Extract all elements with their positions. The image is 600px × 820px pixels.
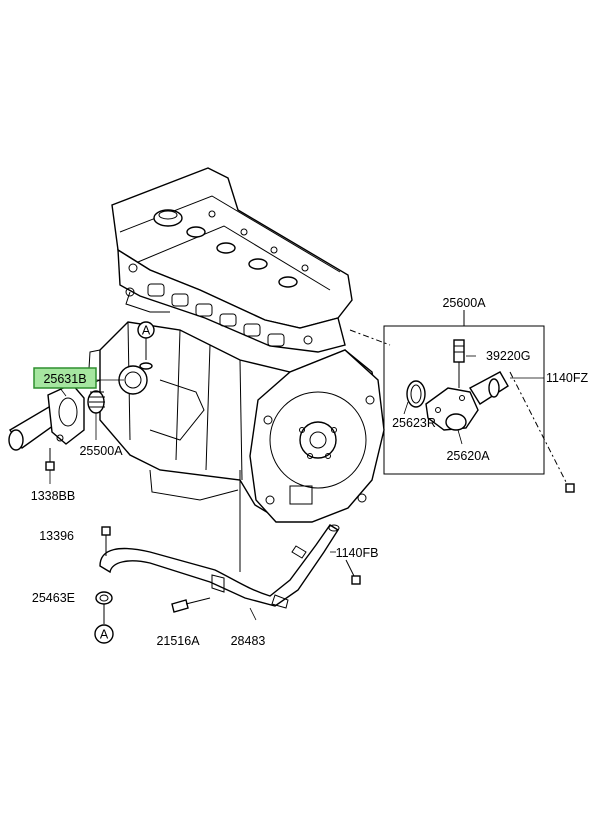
water-pipe-28483 [99,470,340,609]
part-label-39220g[interactable]: 39220G [486,349,530,363]
part-label-25500a[interactable]: 25500A [79,444,123,458]
part-label-25463e[interactable]: 25463E [32,591,75,605]
part-label-25631b[interactable]: 25631B [43,372,86,386]
part-label-28483[interactable]: 28483 [231,634,266,648]
part-label-13396[interactable]: 13396 [39,529,74,543]
part-label-1338bb[interactable]: 1338BB [31,489,75,503]
o-ring-25463e [95,591,113,624]
part-label-25600a[interactable]: 25600A [442,296,486,310]
bolt-1140fb [345,559,361,585]
gasket-25623r [406,380,426,408]
highlight-box[interactable] [33,367,97,389]
bolt-21516a [171,597,211,613]
water-outlet-fitting [425,371,509,431]
part-label-21516a[interactable]: 21516A [156,634,200,648]
water-inlet-fitting [8,383,85,451]
part-label-1140fb[interactable]: 1140FB [336,546,379,560]
part-label-25620a[interactable]: 25620A [446,449,490,463]
ref-a-upper-label: A [142,324,151,338]
bolt-1140fz [509,371,575,493]
thermostat [87,390,105,414]
engine-assembly: A [87,167,385,523]
part-label-1140fz[interactable]: 1140FZ [546,371,589,385]
part-labels: 25631B 25500A 1338BB 13396 25463E 21516A… [31,296,589,648]
temperature-sensor [453,339,465,388]
bolt-13396 [101,526,111,556]
bolt-1338bb [45,448,55,471]
part-label-25623r[interactable]: 25623R [392,416,436,430]
ref-a-marker-lower [94,624,114,644]
ref-a-lower-label: A [100,628,109,642]
leader-lines [49,355,544,621]
